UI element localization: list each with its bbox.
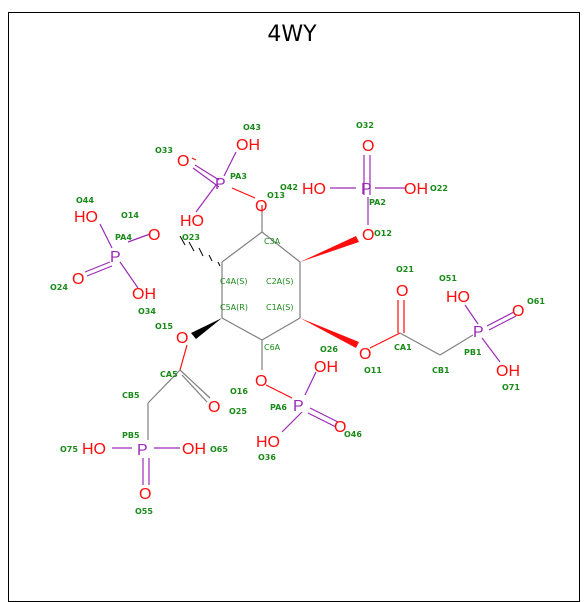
molecule-diagram: C3A C4A(S) C2A(S) C5A(R) C1A(S) C6A OH O… — [50, 121, 545, 516]
label-o26: O26 — [320, 345, 338, 354]
label-o13: O13 — [267, 191, 285, 200]
label-o34: O34 — [138, 307, 156, 316]
atom-oh-o71: OH — [496, 363, 520, 380]
label-c4a: C4A(S) — [220, 277, 247, 286]
label-c5a: C5A(R) — [220, 303, 248, 312]
atom-p-pa4: P — [110, 249, 121, 266]
atom-ho-o44: HO — [74, 209, 98, 226]
atom-ho-o36: HO — [256, 434, 280, 451]
label-cb1: CB1 — [432, 366, 450, 375]
label-c1a: C1A(S) — [266, 303, 293, 312]
diagram-title: 4WY — [267, 22, 317, 47]
atom-p-pa2: P — [361, 181, 372, 198]
label-o75: O75 — [60, 445, 78, 454]
atom-ho-o42: HO — [180, 213, 204, 230]
ring-atom-labels: C3A C4A(S) C2A(S) C5A(R) C1A(S) C6A — [220, 237, 293, 352]
label-o23: O23 — [182, 233, 200, 242]
label-o61: O61 — [527, 297, 545, 306]
atom-o-o16: O — [255, 373, 267, 390]
atom-o-o11: O — [359, 346, 371, 363]
label-o25: O25 — [229, 407, 247, 416]
hashed-bond-c4a-o23 — [179, 235, 221, 267]
wedge-bond-c5a-o15 — [191, 318, 222, 339]
label-o46: O46 — [344, 430, 362, 439]
atom-oh-o43: OH — [236, 137, 260, 154]
atom-name-labels: O43 O33 PA3 O42 O13 O32 PA2 O22 O12 O44 … — [50, 121, 545, 516]
wedge-bond-c2a-o12 — [300, 236, 359, 262]
element-symbols: OH O P HO O O HO P OH O HO O P O OH O HO… — [72, 137, 524, 503]
atom-o-o25: O — [208, 399, 220, 416]
label-ca5: CA5 — [160, 370, 178, 379]
label-o16: O16 — [230, 387, 248, 396]
label-pa2: PA2 — [369, 198, 386, 207]
label-c6a: C6A — [264, 343, 281, 352]
atom-oh-o26: OH — [314, 359, 338, 376]
label-o32: O32 — [356, 121, 374, 130]
atom-o-o13: O — [255, 198, 267, 215]
label-ca1: CA1 — [394, 343, 412, 352]
label-o42: O42 — [280, 183, 298, 192]
atom-p-pb1: P — [473, 324, 484, 341]
label-o65: O65 — [210, 445, 228, 454]
atom-p-pa3: P — [215, 176, 226, 193]
atom-p-pa6: P — [293, 398, 304, 415]
label-pb1: PB1 — [464, 348, 482, 357]
label-o11: O11 — [364, 366, 382, 375]
atom-ho-pa2: HO — [302, 181, 326, 198]
label-o14: O14 — [121, 211, 139, 220]
atom-oh-o22: OH — [404, 181, 428, 198]
substituent-bonds — [84, 151, 517, 485]
label-o55: O55 — [135, 507, 153, 516]
label-pb5: PB5 — [122, 431, 140, 440]
atom-oh-o65: OH — [182, 441, 206, 458]
label-o51: O51 — [439, 274, 457, 283]
label-o12: O12 — [374, 229, 392, 238]
atom-oh-o34: OH — [132, 286, 156, 303]
label-o33: O33 — [155, 146, 173, 155]
label-c2a: C2A(S) — [266, 277, 293, 286]
atom-o-o14: O — [148, 227, 160, 244]
atom-o-o61: O — [512, 303, 524, 320]
label-pa4: PA4 — [115, 233, 132, 242]
label-c3a: C3A — [264, 237, 281, 246]
label-cb5: CB5 — [122, 391, 140, 400]
label-pa3: PA3 — [230, 172, 247, 181]
atom-p-pb5: P — [137, 442, 148, 459]
atom-o-o24: O — [72, 271, 84, 288]
atom-ho-o51: HO — [446, 289, 470, 306]
label-o43: O43 — [243, 123, 261, 132]
label-o36: O36 — [258, 453, 276, 462]
wedge-bond-c1a-o11 — [300, 318, 359, 348]
label-o22: O22 — [430, 184, 448, 193]
label-pa6: PA6 — [270, 403, 287, 412]
ring-bonds — [221, 231, 301, 341]
atom-o-o21: O — [396, 283, 408, 300]
atom-ho-o75: HO — [82, 441, 106, 458]
label-o24: O24 — [50, 283, 68, 292]
atom-o-o32: O — [362, 138, 374, 155]
diagram-frame — [8, 12, 580, 602]
atom-o-o55: O — [139, 486, 151, 503]
atom-o-o33: O — [177, 153, 189, 170]
label-o15: O15 — [155, 322, 173, 331]
label-o21: O21 — [396, 265, 414, 274]
atom-o-o15: O — [176, 330, 188, 347]
label-o71: O71 — [502, 383, 520, 392]
atom-o-o46: O — [334, 419, 346, 436]
atom-o-o12: O — [362, 227, 374, 244]
label-o44: O44 — [76, 196, 94, 205]
